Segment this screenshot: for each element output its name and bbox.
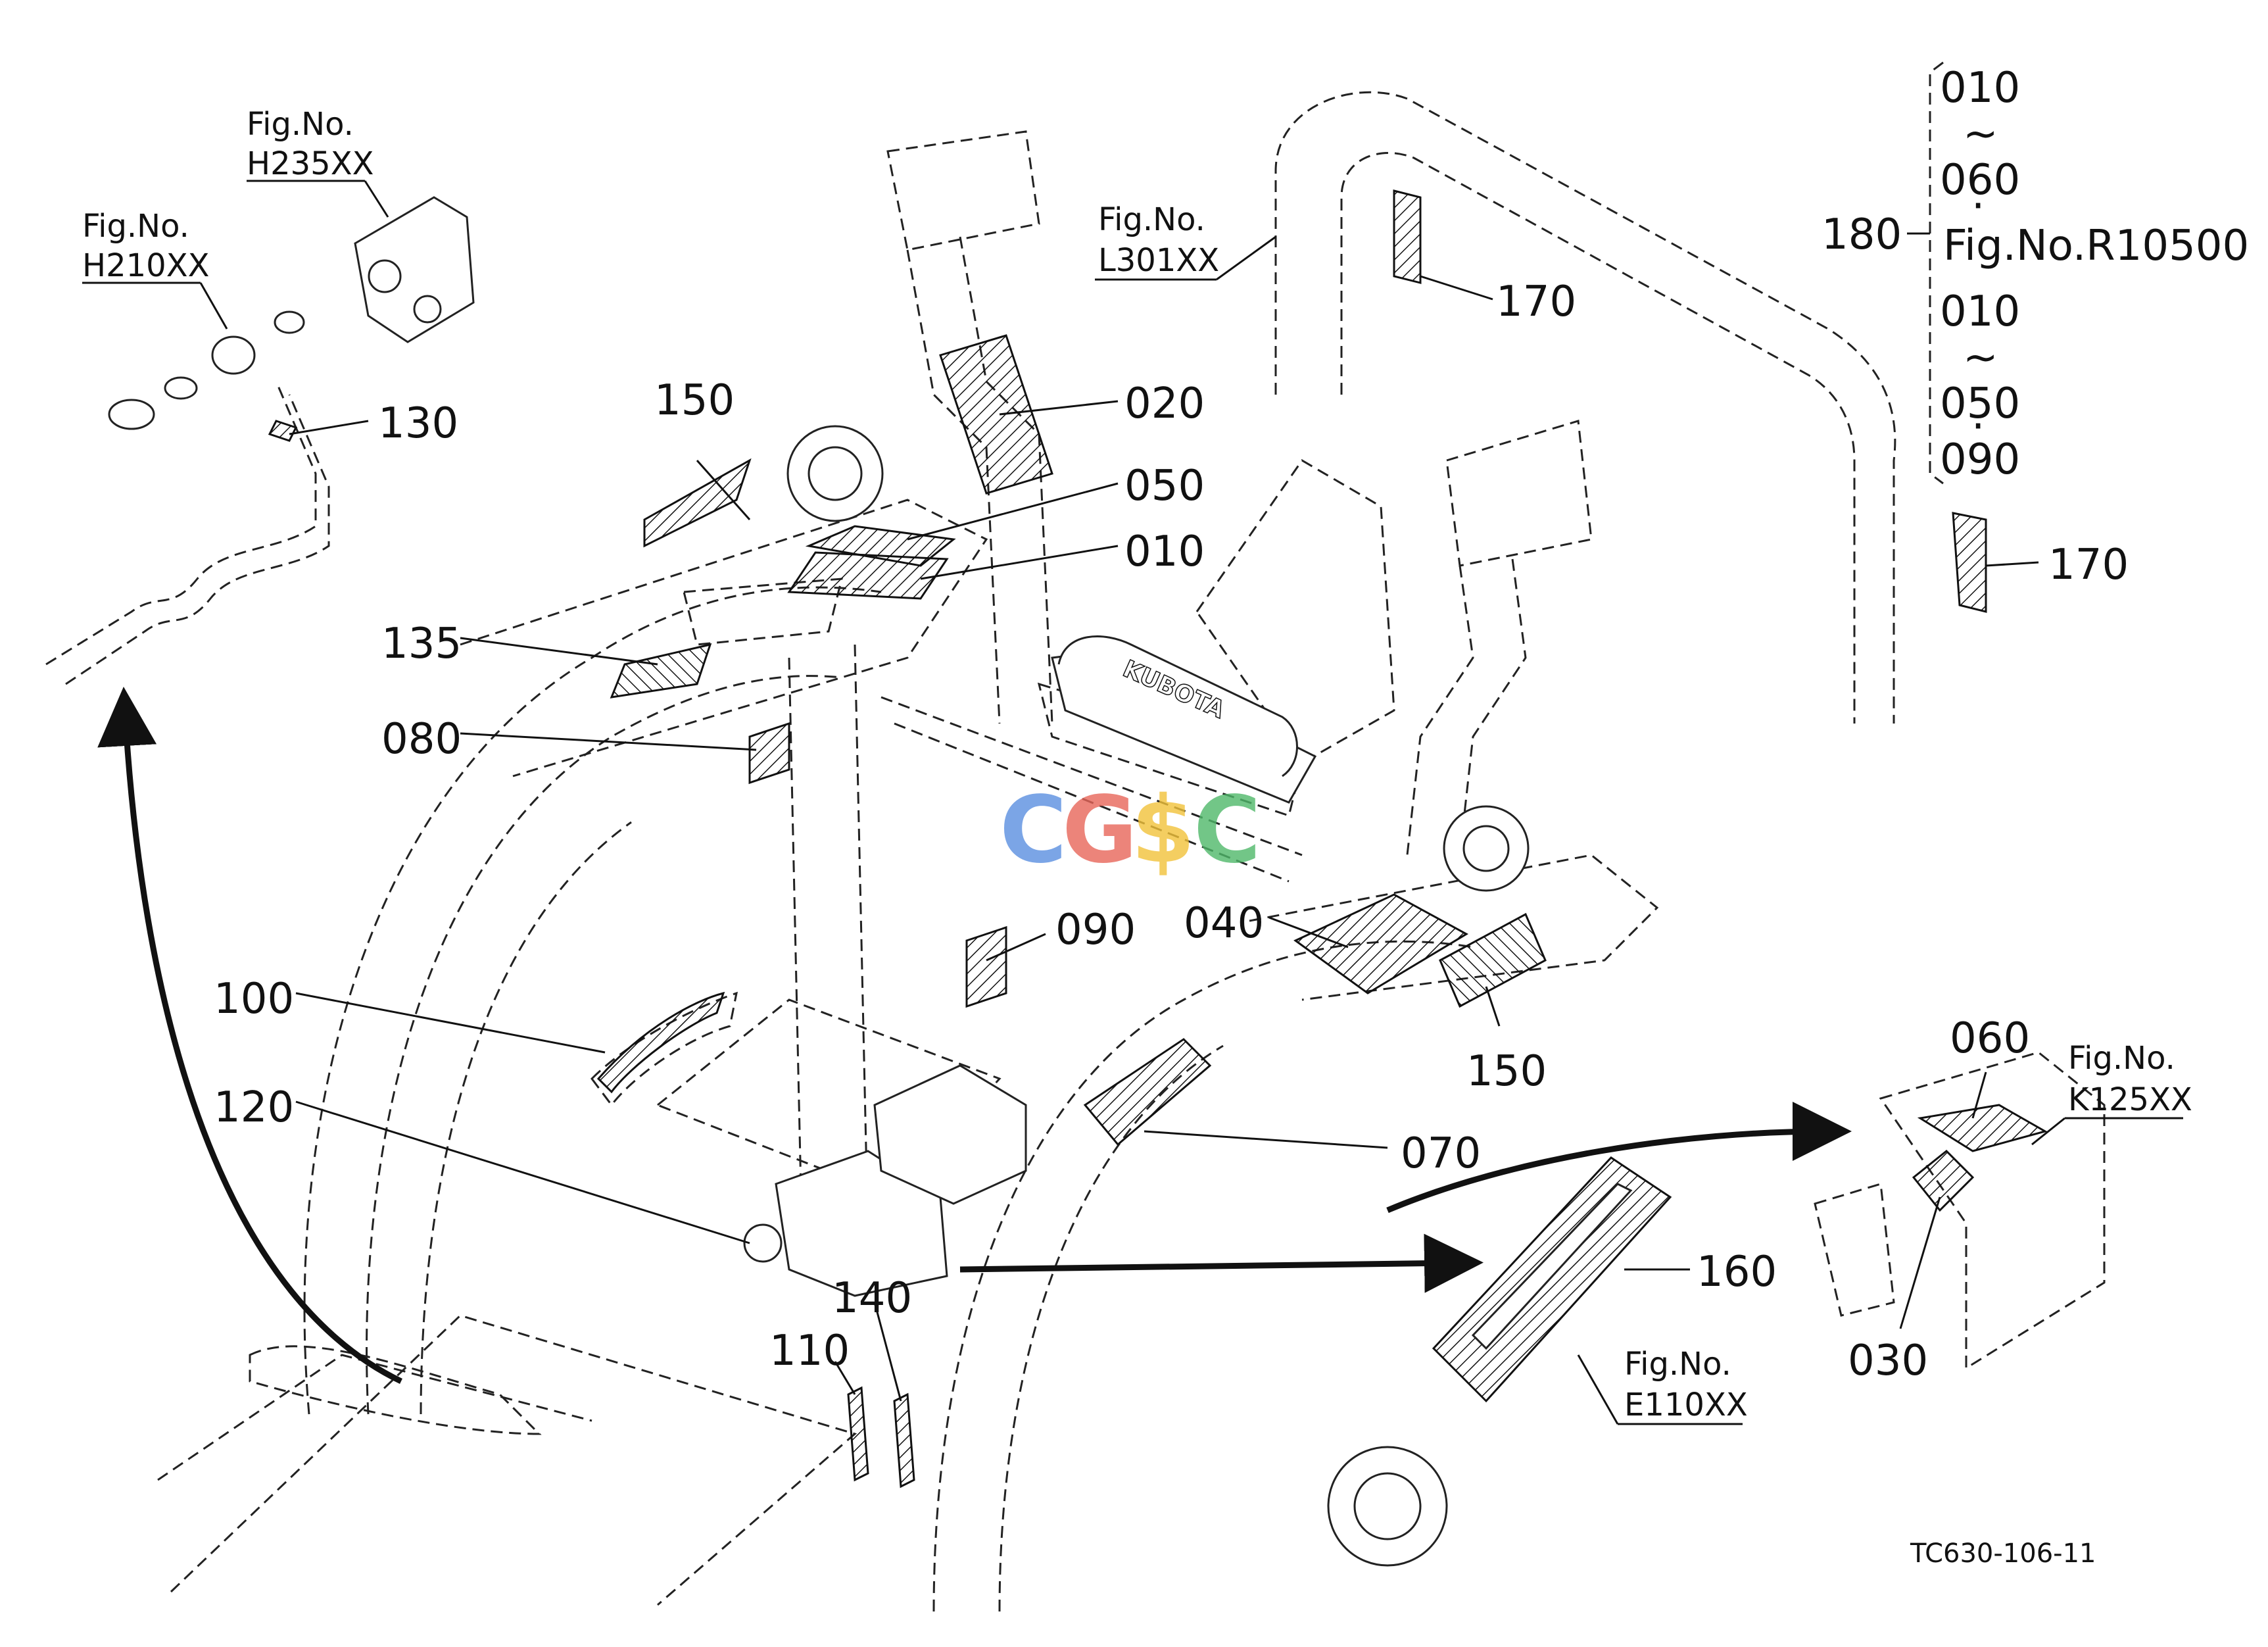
- callout-labels: 010 020 050 135 080 150 040 150 090 070 …: [214, 210, 2129, 1385]
- callout-160: 160: [1697, 1248, 1777, 1296]
- callout-150-top: 150: [654, 376, 735, 425]
- leader-lines: [82, 61, 2183, 1425]
- kit-tilde-2: ~: [1963, 333, 1998, 382]
- arrow-floor-to-pipe: [97, 687, 402, 1385]
- arrow-to-k125: [1386, 1102, 1852, 1214]
- kit-line-090: 090: [1940, 435, 2020, 484]
- watermark-letter-s: $: [1131, 777, 1195, 884]
- callout-170-top: 170: [1496, 278, 1576, 326]
- fig-ref-code-e110: E110XX: [1624, 1387, 1748, 1423]
- fig-ref-prefix-h210: Fig.No.: [82, 208, 189, 245]
- callout-135: 135: [381, 620, 462, 668]
- callout-080: 080: [381, 715, 462, 764]
- decal-130: [268, 420, 298, 442]
- fig-ref-code-h210: H210XX: [82, 247, 209, 284]
- watermark-letter-c2: C: [1194, 777, 1261, 884]
- kit-tilde-1: ~: [1963, 110, 1998, 159]
- callout-030: 030: [1848, 1337, 1928, 1385]
- kit-line-010b: 010: [1940, 287, 2020, 336]
- decal-030: [1912, 1149, 1975, 1212]
- watermark-logo: C G $ C: [1000, 777, 1261, 884]
- callout-110: 110: [769, 1327, 850, 1375]
- flow-arrows: [97, 687, 1852, 1385]
- drawing-code: TC630-106-11: [1910, 1538, 2096, 1569]
- decal-140: [893, 1392, 915, 1488]
- decal-070: [1083, 1038, 1212, 1146]
- callout-070: 070: [1401, 1129, 1481, 1178]
- tractor-platform-drawing: [45, 91, 2106, 1612]
- decal-110: [847, 1386, 869, 1482]
- kit-line-060: 060: [1940, 156, 2020, 205]
- fig-ref-code-h235: H235XX: [247, 145, 374, 182]
- callout-100: 100: [214, 975, 294, 1023]
- fig-ref-prefix-l301: Fig.No.: [1098, 201, 1205, 238]
- callout-180: 180: [1822, 210, 1902, 259]
- callout-010: 010: [1124, 528, 1205, 576]
- arrow-to-e110: [959, 1233, 1484, 1293]
- callout-170-right: 170: [2048, 541, 2129, 589]
- decal-170a: [1393, 189, 1422, 284]
- decal-100: [596, 991, 725, 1094]
- fig-ref-code-l301: L301XX: [1098, 242, 1219, 279]
- callout-130: 130: [378, 399, 458, 448]
- fig-ref-prefix-e110: Fig.No.: [1624, 1346, 1731, 1383]
- callout-140: 140: [832, 1274, 912, 1323]
- fig-ref-prefix-k125: Fig.No.: [2068, 1040, 2175, 1077]
- decal-020: [939, 334, 1053, 495]
- kit-line-010: 010: [1940, 64, 2020, 112]
- kit-line-050: 050: [1940, 380, 2020, 428]
- decal-135: [610, 643, 712, 699]
- decal-090: [965, 925, 1007, 1008]
- callout-050: 050: [1124, 462, 1205, 510]
- decal-080: [748, 722, 790, 785]
- kit-180-list: 010 ~ 060 · Fig.No.R10500 010 ~ 050 · 09…: [1940, 64, 2249, 484]
- callout-060: 060: [1950, 1014, 2030, 1063]
- callout-040: 040: [1184, 899, 1264, 948]
- callout-090: 090: [1055, 906, 1136, 954]
- callout-150-right: 150: [1466, 1047, 1547, 1096]
- fig-ref-prefix-h235: Fig.No.: [247, 106, 354, 143]
- kit-dot-2: ·: [1971, 403, 1985, 451]
- kit-line-fig: Fig.No.R10500: [1943, 222, 2249, 270]
- decal-170b: [1952, 512, 1987, 613]
- figure-references: Fig.No. H235XX Fig.No. H210XX Fig.No. L3…: [82, 106, 2192, 1423]
- callout-020: 020: [1124, 380, 1205, 428]
- fig-ref-code-k125: K125XX: [2068, 1081, 2192, 1118]
- decal-150b: [1439, 912, 1547, 1008]
- decal-labels: [268, 189, 2048, 1488]
- callout-120: 120: [214, 1083, 294, 1132]
- kit-dot-1: ·: [1971, 182, 1985, 231]
- decal-060: [1917, 1104, 2048, 1152]
- decal-040: [1293, 893, 1469, 995]
- watermark-letter-c1: C: [1000, 777, 1067, 884]
- watermark-letter-g: G: [1062, 777, 1138, 884]
